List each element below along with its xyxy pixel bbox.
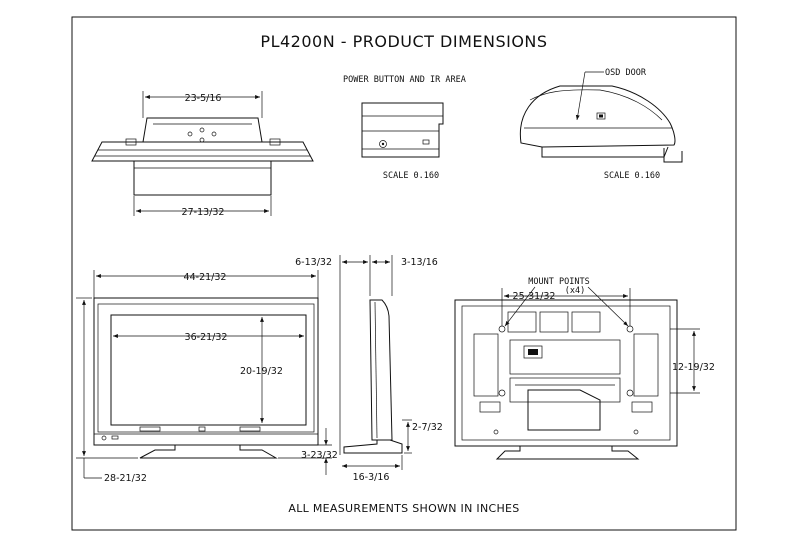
dim-screen-height: 20-19/32	[240, 366, 283, 377]
power-detail: POWER BUTTON AND IR AREA SCALE 0.160	[343, 75, 466, 181]
measurement-note: ALL MEASUREMENTS SHOWN IN INCHES	[288, 502, 519, 515]
osd-door-label: OSD DOOR	[605, 68, 647, 78]
osd-detail: OSD DOOR SCALE 0.160	[519, 68, 683, 181]
rear-view: MOUNT POINTS (x4) 25-31/32	[454, 277, 715, 460]
osd-detail-scale: SCALE 0.160	[604, 171, 660, 181]
dim-side-depth-top: 6-13/32	[295, 257, 332, 268]
dim-top-width: 23-5/16	[185, 93, 222, 104]
dim-front-width: 44-21/32	[184, 272, 227, 283]
dim-side-depth-panel: 3-13/16	[401, 257, 438, 268]
mount-points-label: MOUNT POINTS	[528, 277, 589, 287]
mount-points-count: (x4)	[565, 286, 585, 296]
dim-stand-height: 2-7/32	[412, 422, 443, 433]
dim-base-height: 3-23/32	[301, 450, 338, 461]
side-view: 6-13/32 3-13/16 2-7/32 16-3/16	[295, 255, 443, 483]
dim-mount-height: 12-19/32	[672, 362, 715, 373]
drawing-frame	[71, 16, 737, 531]
dim-mount-width: 25-31/32	[513, 291, 556, 302]
dim-stand-depth: 16-3/16	[353, 472, 390, 483]
top-view: 23-5/16 27-13/32	[91, 91, 314, 218]
dim-screen-width: 36-21/32	[185, 332, 228, 343]
power-detail-scale: SCALE 0.160	[383, 171, 439, 181]
front-view: 44-21/32 36-21/32 20-19/32 3-23/32 28-21…	[76, 270, 338, 484]
dim-base-width: 27-13/32	[182, 207, 225, 218]
power-detail-label: POWER BUTTON AND IR AREA	[343, 75, 466, 85]
dim-total-height: 28-21/32	[104, 473, 147, 484]
page-title: PL4200N - PRODUCT DIMENSIONS	[260, 32, 547, 51]
